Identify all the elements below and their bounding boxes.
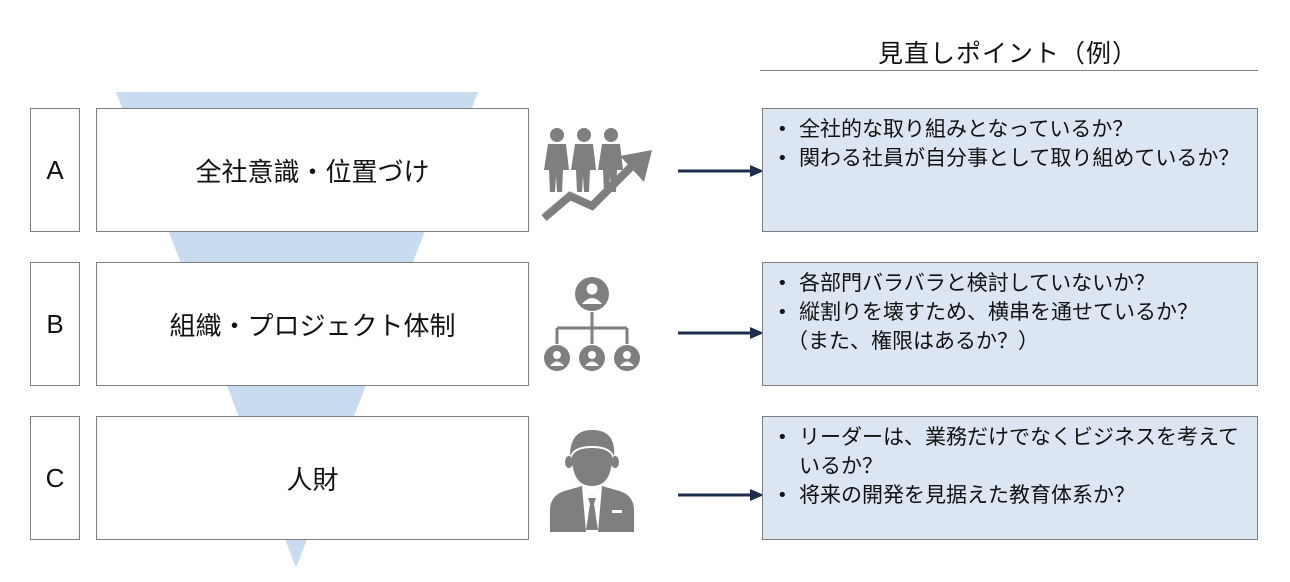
row-a-points: 全社的な取り組みとなっているか？ 関わる社員が自分事として取り組めているか？ <box>762 108 1258 232</box>
row-c-points: リーダーは、業務だけでなくビジネスを考えているか？ 将来の開発を見据えた教育体系… <box>762 416 1258 540</box>
row-c-title: 人財 <box>96 416 529 540</box>
row-a-title: 全社意識・位置づけ <box>96 108 529 232</box>
row-a-letter: A <box>30 108 80 232</box>
row-c-arrow <box>678 489 764 501</box>
org-chart-icon <box>544 277 640 371</box>
row-b-arrow <box>678 327 764 339</box>
row-c-point-2: 将来の開発を見据えた教育体系か？ <box>775 481 1245 510</box>
header-underline <box>760 70 1258 71</box>
row-b-points: 各部門バラバラと検討していないか？ 縦割りを壊すため、横串を通せているか？ （ま… <box>762 262 1258 386</box>
row-c-letter: C <box>30 416 80 540</box>
row-b-letter: B <box>30 262 80 386</box>
row-a-point-1: 全社的な取り組みとなっているか？ <box>775 115 1245 144</box>
row-a-arrow <box>678 165 764 177</box>
row-b-point-1: 各部門バラバラと検討していないか？ <box>775 269 1245 298</box>
businessman-icon <box>550 430 634 532</box>
row-b-note: （また、権限はあるか？） <box>787 329 1039 353</box>
row-b-point-2: 縦割りを壊すため、横串を通せているか？ <box>775 298 1245 327</box>
row-c-point-1: リーダーは、業務だけでなくビジネスを考えているか？ <box>775 423 1245 481</box>
row-a-point-2: 関わる社員が自分事として取り組めているか？ <box>775 144 1245 173</box>
review-points-title: 見直しポイント（例） <box>877 39 1138 68</box>
people-growth-icon <box>541 128 652 222</box>
row-b-title: 組織・プロジェクト体制 <box>96 262 529 386</box>
